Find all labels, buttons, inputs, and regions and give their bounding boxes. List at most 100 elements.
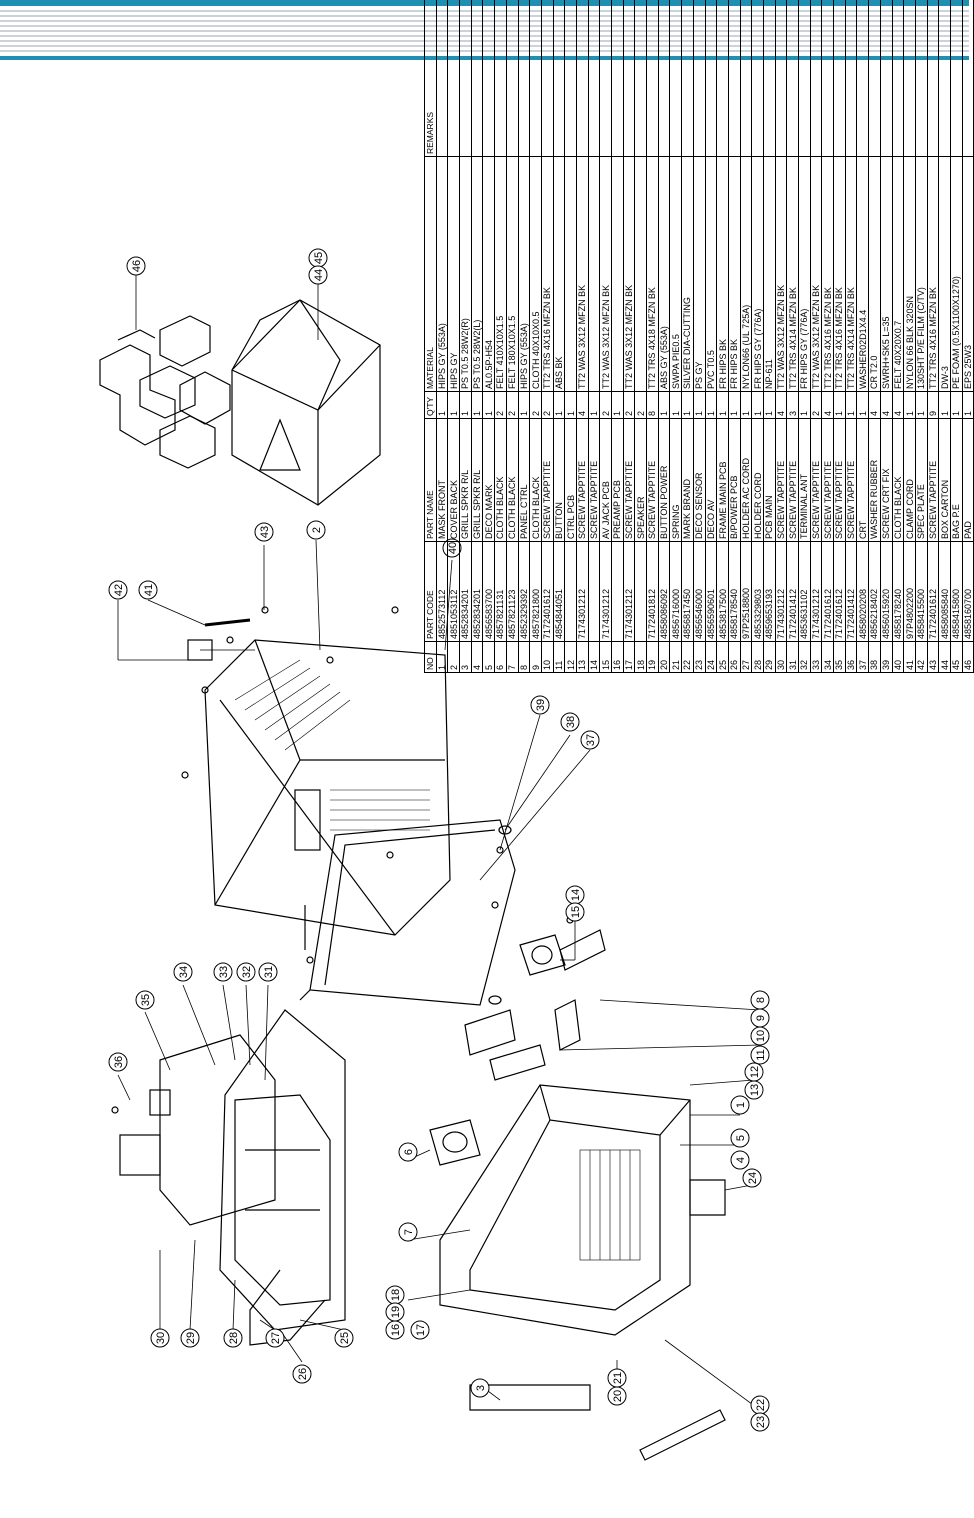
- balloon-label: 19: [390, 1306, 402, 1318]
- balloon-label: 24: [747, 1172, 759, 1184]
- table-cell-no: 5: [482, 641, 495, 673]
- table-cell-remarks: [553, 0, 565, 157]
- table-cell-remarks: [588, 0, 600, 157]
- table-cell-no: 3: [459, 641, 472, 673]
- table-cell-name: SCREW TAPPTITE: [775, 418, 787, 542]
- table-cell-code: 4858178540: [728, 541, 741, 642]
- balloon-label: 11: [755, 1049, 767, 1060]
- table-cell-name: PANEL CTRL: [518, 418, 530, 542]
- table-cell-material: HIPS GY (553A): [518, 156, 530, 392]
- table-cell-code: 7174301212: [775, 541, 787, 642]
- table-cell-material: SWPA PIE0.5: [669, 156, 682, 392]
- table-cell-name: GRILL SPKR R/L: [459, 418, 472, 542]
- table-cell-name: BOX CARTON: [938, 418, 951, 542]
- balloon-23: 23: [750, 1412, 770, 1432]
- balloon-circle: [108, 580, 128, 600]
- table-cell-name: CLOTH BLACK: [506, 418, 518, 542]
- table-cell-no: 28: [751, 641, 764, 673]
- table-cell-qty: 4: [868, 391, 881, 419]
- table-cell-qty: 4: [880, 391, 892, 419]
- table-cell-material: TT2 TRS 4X16 MFZN BK: [833, 156, 846, 392]
- table-cell-code: 4852573112: [436, 541, 448, 642]
- balloon-label: 9: [755, 1015, 767, 1021]
- table-cell-name: B/POWER PCB: [728, 418, 741, 542]
- table-cell-material: HIPS GY (553A): [436, 156, 448, 392]
- balloon-label: 7: [403, 1229, 415, 1235]
- balloon-27: 27: [265, 1328, 285, 1348]
- table-cell-remarks: [833, 0, 846, 157]
- table-cell-code: 4858415800: [950, 541, 963, 642]
- balloon-circle: [236, 962, 256, 982]
- packing-pads: [99, 315, 231, 469]
- table-cell-code: 4859653193: [763, 541, 776, 642]
- table-cell-name: BUTTON POWER: [658, 418, 670, 542]
- table-cell-no: 10: [541, 641, 554, 673]
- table-header-row: NO PART CODE PART NAME Q'TY MATERIAL REM…: [424, 0, 437, 673]
- balloon-circle: [292, 1364, 312, 1384]
- table-cell-code: 7172401612: [541, 541, 554, 642]
- balloon-label: 45: [313, 252, 325, 264]
- balloon-circle: [173, 962, 193, 982]
- balloon-label: 27: [270, 1332, 282, 1344]
- table-cell-no: 6: [494, 641, 507, 673]
- table-cell-material: [564, 156, 577, 392]
- table-cell-no: 30: [775, 641, 787, 673]
- table-cell-no: 14: [588, 641, 600, 673]
- table-cell-code: 4853817500: [716, 541, 729, 642]
- balloon-circle: [750, 1412, 770, 1432]
- table-cell-qty: 4: [821, 391, 834, 419]
- table-cell-remarks: [518, 0, 530, 157]
- table-cell-name: CTRL PCB: [564, 418, 577, 542]
- table-cell-no: 43: [927, 641, 939, 673]
- balloon-41: 41: [138, 580, 158, 600]
- table-cell-name: PCB MAIN: [763, 418, 776, 542]
- balloon-label: 12: [749, 1066, 761, 1078]
- table-cell-material: DW-3: [938, 156, 951, 392]
- table-cell-code: 4853631102: [798, 541, 811, 642]
- table-cell-remarks: [821, 0, 834, 157]
- table-cell-material: TT2 WAS 3X12 MFZN BK: [599, 156, 612, 392]
- balloon-circle: [265, 1328, 285, 1348]
- table-cell-remarks: [751, 0, 764, 157]
- balloon-circle: [744, 1080, 764, 1100]
- table-cell-qty: 4: [775, 391, 787, 419]
- table-cell-no: 8: [518, 641, 530, 673]
- table-cell-qty: 2: [599, 391, 612, 419]
- table-cell-code: 4856590601: [705, 541, 717, 642]
- balloon-label: 4: [735, 1157, 747, 1163]
- table-cell-name: MARK BRAND: [681, 418, 694, 542]
- header-remarks: REMARKS: [424, 0, 437, 157]
- table-cell-qty: 1: [915, 391, 928, 419]
- table-cell-code: 4856015920: [880, 541, 892, 642]
- balloon-label: 36: [113, 1056, 125, 1068]
- balloon-circle: [607, 1386, 627, 1406]
- table-cell-qty: 1: [471, 391, 483, 419]
- table-cell-name: SPEC PLATE: [915, 418, 928, 542]
- front-mask: [439, 1084, 691, 1336]
- balloon-2: 2: [306, 520, 326, 540]
- table-cell-remarks: [845, 0, 857, 157]
- balloon-3: 3: [470, 1378, 490, 1398]
- table-cell-qty: 1: [833, 391, 846, 419]
- table-cell-no: 20: [658, 641, 670, 673]
- table-cell-remarks: [471, 0, 483, 157]
- table-cell-material: [611, 156, 624, 392]
- table-cell-remarks: [658, 0, 670, 157]
- table-cell-no: 39: [880, 641, 892, 673]
- balloon-20: 20: [607, 1386, 627, 1406]
- table-cell-qty: 1: [856, 391, 869, 419]
- table-cell-material: TT2 WAS 3X12 MFZN BK: [576, 156, 589, 392]
- table-cell-remarks: [728, 0, 741, 157]
- balloon-1: 1: [730, 1095, 750, 1115]
- balloon-44: 44: [308, 265, 328, 285]
- table-cell-remarks: [436, 0, 448, 157]
- table-cell-no: 17: [623, 641, 635, 673]
